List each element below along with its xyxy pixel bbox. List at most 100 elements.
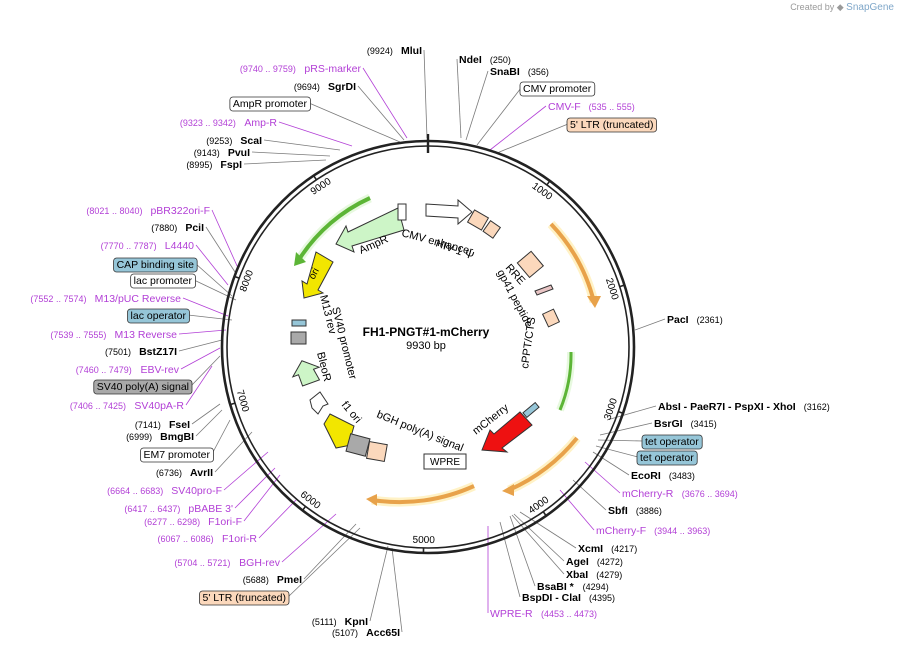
feature-label[interactable]: BstZ17I(7501) <box>105 346 177 358</box>
feature-label[interactable]: lac promoter <box>130 273 196 289</box>
wpre-arrow[interactable] <box>507 435 581 495</box>
feature-label[interactable]: pBABE 3'(6417 .. 6437) <box>124 503 233 515</box>
snapgene-logo-icon: ◆ <box>836 2 844 12</box>
site-name: PvuI <box>228 147 250 159</box>
feature-label[interactable]: BmgBI(6999) <box>126 431 194 443</box>
site-name: XcmI <box>578 543 603 555</box>
feature-label[interactable]: F1ori-F(6277 .. 6298) <box>144 516 242 528</box>
ltr-box-2[interactable] <box>365 440 388 463</box>
feature-label[interactable]: WPRE-R(4453 .. 4473) <box>490 608 597 620</box>
feature-label[interactable]: 5' LTR (truncated) <box>566 117 657 133</box>
feature-label[interactable]: PacI(2361) <box>667 314 723 326</box>
mcherry-arrow[interactable] <box>481 411 533 453</box>
feature-label[interactable]: 5' LTR (truncated) <box>199 590 290 606</box>
cppt-box[interactable] <box>541 308 561 328</box>
lac-operator-box[interactable] <box>291 319 307 327</box>
feature-label[interactable]: tet operator <box>641 434 703 450</box>
bgh-box[interactable] <box>345 433 371 457</box>
feature-label[interactable]: pRS-marker(9740 .. 9759) <box>240 63 362 75</box>
feature-label[interactable]: FseI(7141) <box>135 419 190 431</box>
feature-label[interactable]: M13 Reverse(7539 .. 7555) <box>50 329 177 341</box>
feature-label[interactable]: BspDI - ClaI(4395) <box>522 592 615 604</box>
feature-label[interactable]: SnaBI(356) <box>490 66 549 78</box>
primer-name: BGH-rev <box>239 557 281 569</box>
hiv-psi-box-1[interactable] <box>466 209 490 231</box>
ampr-arrow[interactable] <box>335 207 405 253</box>
feature-label[interactable]: SV40 poly(A) signal <box>93 379 193 395</box>
feature-label[interactable]: XcmI(4217) <box>578 543 637 555</box>
position-label: (3676 .. 3694) <box>682 489 738 499</box>
ori-arrow[interactable] <box>301 251 334 299</box>
leader-line <box>369 545 389 622</box>
leader-line <box>180 347 221 370</box>
primer-name: L4440 <box>165 240 194 252</box>
position-label: (9924) <box>367 46 393 56</box>
feature-label[interactable]: mCherry-F(3944 .. 3963) <box>596 525 710 537</box>
feature-label[interactable]: SV40pA-R(7406 .. 7425) <box>70 400 184 412</box>
feature-label[interactable]: M13/pUC Reverse(7552 .. 7574) <box>30 293 181 305</box>
leader-line <box>258 499 297 539</box>
leader-line <box>243 159 327 165</box>
plasmid-length: 9930 bp <box>406 340 446 352</box>
feature-label[interactable]: F1ori-R(6067 .. 6086) <box>158 533 258 545</box>
feature-label[interactable]: BsaBI *(4294) <box>537 581 609 593</box>
feature-label[interactable]: SV40pro-F(6664 .. 6683) <box>107 485 222 497</box>
feature-label[interactable]: CMV-F(535 .. 555) <box>548 101 635 113</box>
ampr-promoter-box[interactable] <box>397 203 407 221</box>
feature-label[interactable]: SgrDI(9694) <box>294 81 356 93</box>
tet-operator-box[interactable] <box>522 401 540 419</box>
feature-label[interactable]: ScaI(9253) <box>206 135 262 147</box>
gp41-arrow[interactable] <box>534 284 554 296</box>
leader-line <box>559 489 595 531</box>
position-label: (9323 .. 9342) <box>180 118 236 128</box>
em7-arrow[interactable] <box>309 391 329 415</box>
feature-label[interactable]: AgeI(4272) <box>566 556 623 568</box>
feature-label[interactable]: AbsI - PaeR7I - PspXI - XhoI(3162) <box>658 401 830 413</box>
feature-label[interactable]: pBR322ori-F(8021 .. 8040) <box>86 205 210 217</box>
position-label: (7770 .. 7787) <box>101 241 157 251</box>
feature-label[interactable]: SbfI(3886) <box>608 505 662 517</box>
feature-label[interactable]: PvuI(9143) <box>194 147 250 159</box>
position-label: (6277 .. 6298) <box>144 517 200 527</box>
sv40-promoter-arrow[interactable] <box>289 356 324 388</box>
cmv-enhancer-arrow[interactable] <box>425 198 473 226</box>
feature-label[interactable]: Amp-R(9323 .. 9342) <box>180 117 278 129</box>
position-label: (7460 .. 7479) <box>76 365 132 375</box>
tick-mark <box>546 179 552 186</box>
feature-label[interactable]: EM7 promoter <box>140 447 214 463</box>
feature-label[interactable]: MluI (9924) <box>367 45 422 57</box>
feature-label[interactable]: CAP binding site <box>113 257 198 273</box>
ltr-arrow-1[interactable] <box>547 220 599 304</box>
feature-label[interactable]: L4440 (7770 .. 7787) <box>101 240 195 252</box>
feature-label[interactable]: PmeI(5688) <box>243 574 302 586</box>
leader-line <box>195 244 229 286</box>
position-label: (3483) <box>669 471 695 481</box>
leader-line <box>178 339 223 352</box>
wpre-box[interactable] <box>423 453 467 470</box>
feature-label[interactable]: FspI(8995) <box>186 159 242 171</box>
feature-label[interactable]: CMV promoter <box>519 81 596 97</box>
hiv-psi-box-2[interactable] <box>482 219 502 239</box>
feature-label[interactable]: Acc65I(5107) <box>332 627 400 639</box>
feature-label[interactable]: PciI(7880) <box>151 222 204 234</box>
feature-label[interactable]: AmpR promoter <box>229 96 311 112</box>
sv40prom-label: SV40 promoter <box>329 306 359 381</box>
feature-label[interactable]: lac operator <box>127 308 190 324</box>
feature-label[interactable]: tet operator <box>636 450 698 466</box>
site-name: MluI <box>401 45 422 57</box>
feature-label[interactable]: KpnI(5111) <box>312 616 368 628</box>
rre-box[interactable] <box>516 250 545 279</box>
feature-label[interactable]: EcoRI(3483) <box>631 470 695 482</box>
leader-line <box>211 209 239 269</box>
feature-label[interactable]: BGH-rev(5704 .. 5721) <box>174 557 280 569</box>
feature-label[interactable]: mCherry-R(3676 .. 3694) <box>622 488 738 500</box>
feature-name: lac operator <box>131 310 187 322</box>
feature-label[interactable]: EBV-rev(7460 .. 7479) <box>76 364 180 376</box>
feature-label[interactable]: AvrII(6736) <box>156 467 213 479</box>
sv40-polya-box[interactable] <box>290 331 307 345</box>
feature-label[interactable]: XbaI(4279) <box>566 569 622 581</box>
feature-label[interactable]: BsrGI(3415) <box>654 418 717 430</box>
tick-mark <box>233 275 240 279</box>
feature-label[interactable]: NdeI(250) <box>459 54 511 66</box>
feature-name: tet operator <box>645 436 699 448</box>
